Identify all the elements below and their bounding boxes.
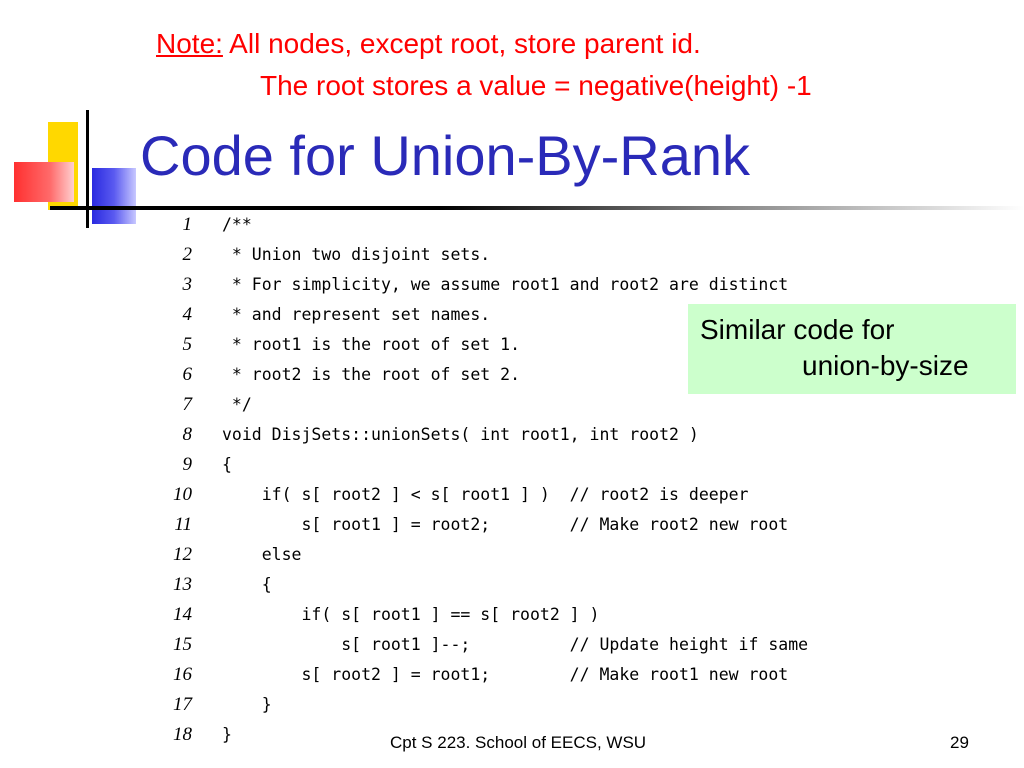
line-code-text: if( s[ root1 ] == s[ root2 ] ) [222,600,600,630]
line-number: 9 [150,450,192,480]
line-number: 7 [150,390,192,420]
line-code-text: s[ root1 ] = root2; // Make root2 new ro… [222,510,788,540]
line-code-text: * and represent set names. [222,300,490,330]
line-code-text: void DisjSets::unionSets( int root1, int… [222,420,699,450]
line-code-text: * root2 is the root of set 2. [222,360,520,390]
callout-line-2: union-by-size [700,348,1004,384]
line-number: 18 [150,720,192,750]
line-code-text: s[ root2 ] = root1; // Make root1 new ro… [222,660,788,690]
line-code-text: { [222,570,272,600]
code-line: 7 */ [150,390,850,420]
decor-blue-square [92,168,136,224]
note-line-1: Note: All nodes, except root, store pare… [156,28,701,60]
line-number: 3 [150,270,192,300]
line-number: 15 [150,630,192,660]
code-line: 13 { [150,570,850,600]
line-code-text: } [222,690,272,720]
line-code-text: * For simplicity, we assume root1 and ro… [222,270,788,300]
line-code-text: else [222,540,301,570]
footer-text: Cpt S 223. School of EECS, WSU [390,733,646,753]
code-listing: 1/**2 * Union two disjoint sets.3 * For … [150,210,850,750]
code-line: 15 s[ root1 ]--; // Update height if sam… [150,630,850,660]
line-code-text: } [222,720,232,750]
line-number: 8 [150,420,192,450]
line-number: 16 [150,660,192,690]
line-number: 14 [150,600,192,630]
line-code-text: { [222,450,232,480]
callout-box: Similar code for union-by-size [688,304,1016,394]
line-code-text: */ [222,390,252,420]
note-label: Note: [156,28,223,59]
code-line: 12 else [150,540,850,570]
callout-line-1: Similar code for [700,312,1004,348]
note-line-2: The root stores a value = negative(heigh… [260,70,812,102]
code-line: 8 void DisjSets::unionSets( int root1, in… [150,420,850,450]
line-number: 12 [150,540,192,570]
line-code-text: * Union two disjoint sets. [222,240,490,270]
line-number: 11 [150,510,192,540]
code-line: 11 s[ root1 ] = root2; // Make root2 new… [150,510,850,540]
code-line: 14 if( s[ root1 ] == s[ root2 ] ) [150,600,850,630]
code-line: 16 s[ root2 ] = root1; // Make root1 new… [150,660,850,690]
line-number: 5 [150,330,192,360]
note-text-1: All nodes, except root, store parent id. [223,28,701,59]
line-number: 6 [150,360,192,390]
line-number: 1 [150,210,192,240]
code-line: 1 /** [150,210,850,240]
line-code-text: if( s[ root2 ] < s[ root1 ] ) // root2 i… [222,480,749,510]
page-number: 29 [950,733,969,753]
line-number: 4 [150,300,192,330]
code-line: 9{ [150,450,850,480]
decor-vertical-line [86,110,89,228]
line-number: 2 [150,240,192,270]
decor-red-bar [14,162,74,202]
line-code-text: * root1 is the root of set 1. [222,330,520,360]
line-number: 13 [150,570,192,600]
code-line: 3 * For simplicity, we assume root1 and … [150,270,850,300]
line-number: 10 [150,480,192,510]
slide-title: Code for Union-By-Rank [140,120,750,192]
code-line: 10 if( s[ root2 ] < s[ root1 ] ) // root… [150,480,850,510]
code-line: 17 } [150,690,850,720]
line-code-text: s[ root1 ]--; // Update height if same [222,630,808,660]
code-line: 2 * Union two disjoint sets. [150,240,850,270]
line-number: 17 [150,690,192,720]
line-code-text: /** [222,210,252,240]
